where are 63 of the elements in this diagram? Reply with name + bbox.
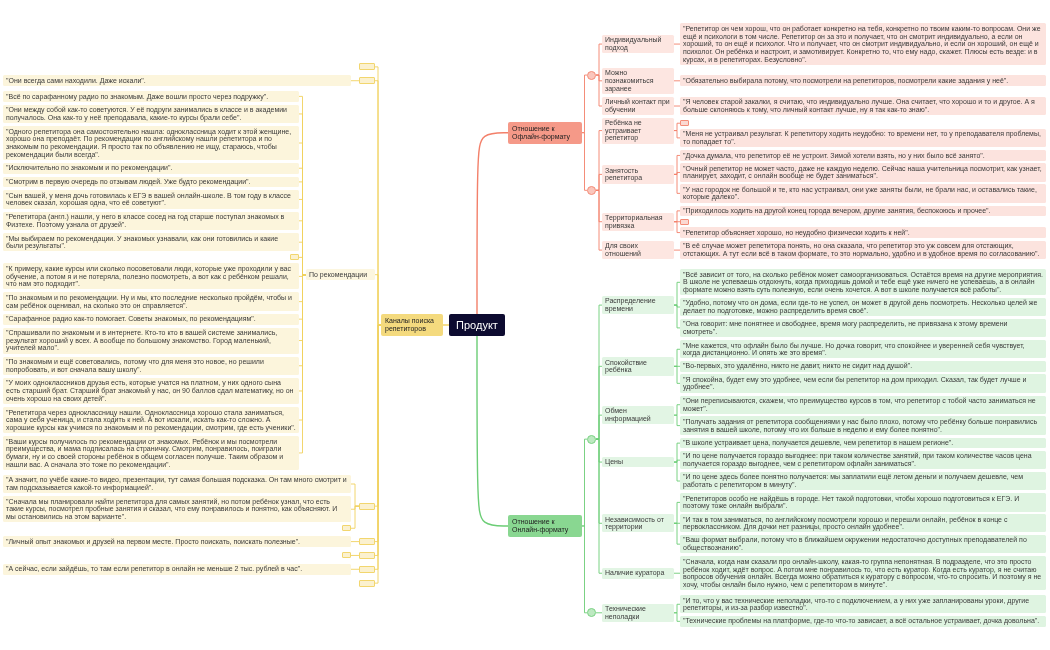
empty-topic [680, 120, 689, 127]
connector-line [374, 274, 382, 326]
empty-topic [359, 502, 375, 510]
central-topic: Продукт [449, 314, 505, 336]
connector-line [673, 304, 681, 329]
connector-line [673, 522, 681, 545]
junction-circle [587, 434, 596, 444]
connector-line [673, 414, 681, 427]
connector-line [673, 281, 681, 306]
connector-line [350, 555, 360, 556]
connector-line [673, 173, 681, 194]
connector-line [350, 80, 360, 82]
connector-line [595, 43, 603, 76]
connector-line [673, 172, 681, 175]
connector-line [595, 438, 603, 574]
junction-circle [587, 608, 596, 618]
empty-topic [680, 218, 689, 225]
connector-line [673, 459, 681, 463]
empty-topic [359, 579, 375, 587]
connector-line [350, 505, 360, 529]
connector-line [595, 612, 603, 614]
connector-line [673, 603, 681, 614]
connector-line [595, 74, 603, 107]
connector-line [595, 189, 603, 251]
connector-line [673, 442, 681, 463]
connector-line [673, 612, 681, 622]
connector-line [673, 572, 681, 574]
connector-line [298, 274, 307, 454]
empty-topic [359, 538, 375, 546]
connector-line [673, 501, 681, 524]
empty-topic [359, 551, 375, 559]
connector-line [595, 173, 603, 191]
connector-line [673, 155, 681, 175]
connector-line [673, 80, 681, 82]
empty-topic [342, 525, 351, 532]
connector-line [442, 324, 450, 326]
connector-line [350, 541, 360, 543]
empty-topic [359, 63, 375, 71]
connector-line [581, 438, 588, 527]
empty-topic [290, 254, 299, 261]
empty-topic [342, 552, 351, 559]
connector-line [673, 249, 681, 251]
connector-line [476, 132, 509, 315]
connector-line [350, 568, 360, 570]
connector-line [673, 461, 681, 482]
connector-line [673, 404, 681, 416]
empty-topic [359, 565, 375, 573]
connector-line [476, 335, 509, 527]
connector-line [673, 130, 681, 139]
connector-line [673, 105, 681, 107]
connector-line [581, 525, 588, 614]
junction-circle [587, 185, 596, 195]
junction-circle [587, 70, 596, 80]
connector-line [595, 414, 603, 440]
connector-line [673, 365, 681, 384]
connector-line [581, 132, 588, 191]
connector-line [673, 122, 681, 131]
connector-line [673, 43, 681, 45]
connector-line [673, 210, 681, 223]
connector-line [581, 74, 588, 134]
connector-line [673, 348, 681, 367]
empty-topic [359, 77, 375, 85]
connector-line [673, 221, 681, 233]
